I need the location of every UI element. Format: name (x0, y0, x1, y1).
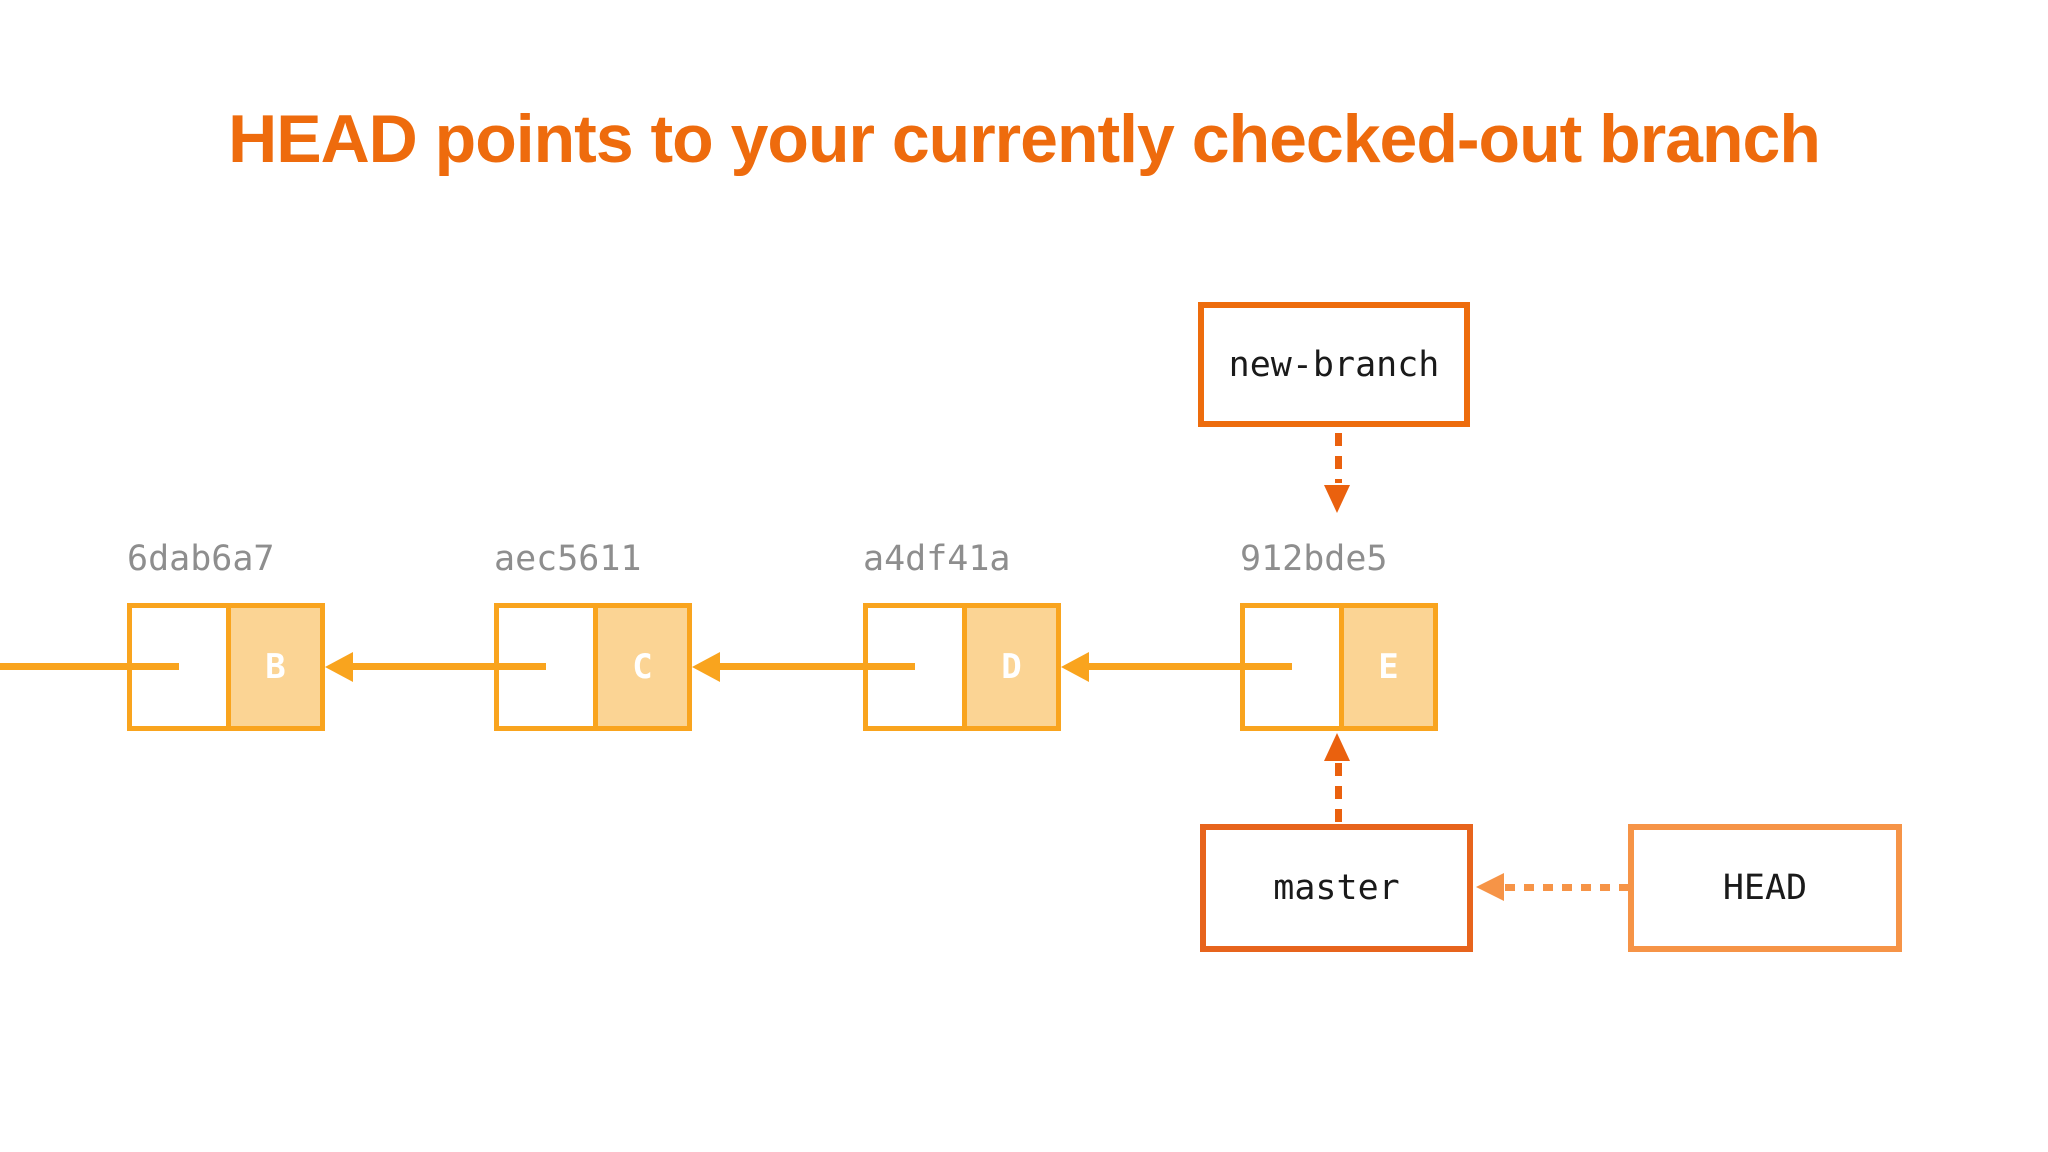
new-branch-label: new-branch (1228, 344, 1440, 385)
commit-hash-d: a4df41a (863, 539, 1011, 579)
master-pointer-arrow (1335, 763, 1342, 824)
commit-node-e: E (1240, 603, 1438, 731)
parent-arrow-d-to-c (717, 663, 915, 670)
parent-arrow-b-offscreen (0, 663, 179, 670)
page-title: HEAD points to your currently checked-ou… (228, 101, 1821, 177)
arrowhead-head-to-master-icon (1476, 873, 1504, 901)
commit-hash-c: aec5611 (494, 539, 642, 579)
parent-arrow-e-to-d (1086, 663, 1292, 670)
new-branch-box: new-branch (1198, 302, 1470, 427)
head-pointer-arrow (1505, 884, 1628, 891)
arrowhead-e-to-d-icon (1061, 652, 1089, 682)
commit-node-b: B (127, 603, 325, 731)
commit-hash-b: 6dab6a7 (127, 539, 275, 579)
commit-letter-cell: D (962, 608, 1056, 726)
head-box: HEAD (1628, 824, 1902, 952)
arrowhead-d-to-c-icon (692, 652, 720, 682)
commit-letter-cell: C (593, 608, 687, 726)
parent-arrow-c-to-b (350, 663, 546, 670)
master-box: master (1200, 824, 1473, 952)
arrowhead-master-to-e-icon (1324, 733, 1350, 761)
arrowhead-c-to-b-icon (325, 652, 353, 682)
commit-letter-cell: B (226, 608, 320, 726)
commit-letter-cell: E (1339, 608, 1433, 726)
new-branch-pointer-arrow (1335, 433, 1342, 483)
head-label: HEAD (1722, 868, 1808, 908)
master-label: master (1273, 868, 1400, 908)
commit-hash-e: 912bde5 (1240, 539, 1388, 579)
arrowhead-new-branch-to-e-icon (1324, 485, 1350, 513)
